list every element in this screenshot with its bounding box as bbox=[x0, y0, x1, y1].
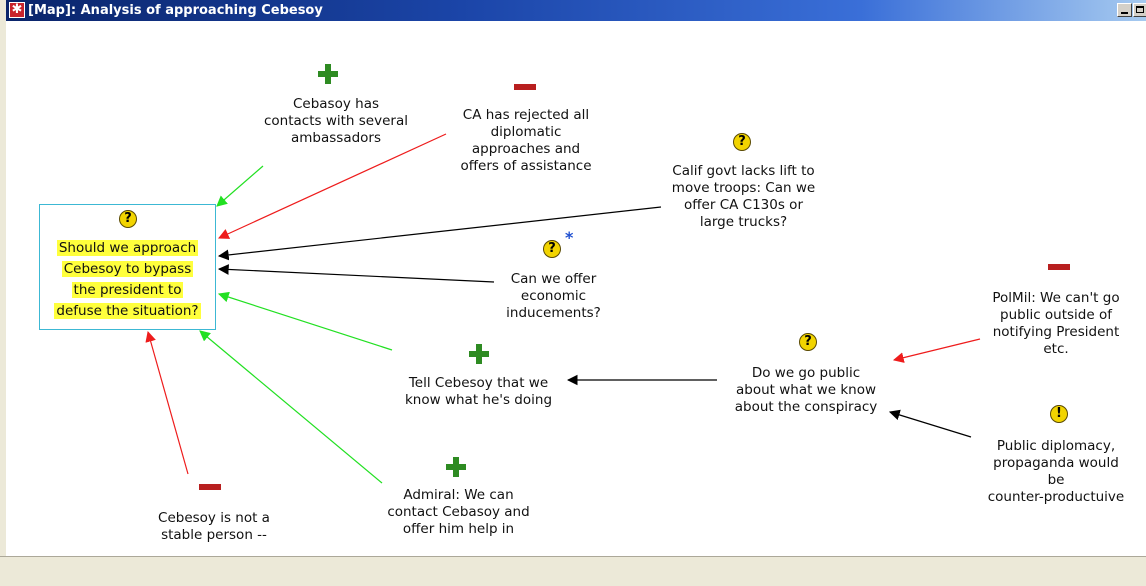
node-not-stable[interactable]: Cebesoy is not a stable person -- bbox=[158, 510, 270, 543]
central-node[interactable] bbox=[39, 204, 216, 330]
node-ca-rejected[interactable]: CA has rejected all diplomatic approache… bbox=[460, 107, 592, 174]
status-bar bbox=[0, 556, 1146, 586]
question-icon: ? bbox=[799, 333, 817, 351]
link-not-stable-to-central[interactable] bbox=[145, 330, 189, 475]
plus-icon bbox=[469, 344, 489, 364]
central-line-2: Cebesoy to bypass bbox=[61, 261, 194, 277]
node-public-diplomacy[interactable]: Public diplomacy, propaganda would be co… bbox=[987, 438, 1125, 505]
central-line-3: the president to bbox=[71, 282, 184, 298]
node-go-public[interactable]: Do we go public about what we know about… bbox=[734, 365, 878, 415]
link-tell-cebesoy-to-central[interactable] bbox=[217, 291, 393, 351]
minus-icon bbox=[1048, 263, 1070, 271]
link-polmil-to-go-public[interactable] bbox=[892, 338, 981, 363]
title-bar[interactable]: ✱ [Map]: Analysis of approaching Cebesoy bbox=[6, 0, 1146, 21]
node-admiral[interactable]: Admiral: We can contact Cebasoy and offe… bbox=[387, 487, 530, 537]
link-admiral-to-central[interactable] bbox=[199, 330, 383, 484]
minus-icon bbox=[514, 83, 536, 91]
link-calif-lift-to-central[interactable] bbox=[217, 206, 662, 261]
link-ambassadors-to-central[interactable] bbox=[216, 165, 264, 207]
link-public-diplomacy-to-go-public[interactable] bbox=[888, 409, 972, 438]
plus-icon bbox=[318, 64, 338, 84]
maximize-button[interactable] bbox=[1133, 3, 1146, 17]
central-node-text: Should we approach Cebesoy to bypass the… bbox=[40, 238, 215, 322]
question-icon: ? bbox=[733, 133, 751, 151]
link-canvas bbox=[145, 133, 981, 484]
plus-icon bbox=[446, 457, 466, 477]
app-icon[interactable]: ✱ bbox=[9, 2, 25, 18]
question-icon: ? bbox=[543, 240, 561, 258]
node-ambassadors[interactable]: Cebasoy has contacts with several ambass… bbox=[264, 96, 408, 146]
node-economic[interactable]: Can we offer economic inducements? bbox=[506, 271, 601, 321]
central-line-1: Should we approach bbox=[56, 240, 199, 256]
map-window: ✱ [Map]: Analysis of approaching Cebesoy bbox=[6, 0, 1146, 556]
minus-icon bbox=[199, 483, 221, 491]
window-title: [Map]: Analysis of approaching Cebesoy bbox=[28, 3, 323, 18]
star-marker: * bbox=[565, 228, 574, 247]
exclamation-icon: ! bbox=[1050, 405, 1068, 423]
node-calif-lift[interactable]: Calif govt lacks lift to move troops: Ca… bbox=[671, 163, 816, 230]
central-line-4: defuse the situation? bbox=[54, 303, 201, 319]
node-tell-cebesoy[interactable]: Tell Cebesoy that we know what he's doin… bbox=[404, 375, 553, 408]
node-polmil[interactable]: PolMil: We can't go public outside of no… bbox=[992, 290, 1120, 357]
link-economic-to-central[interactable] bbox=[217, 264, 495, 283]
link-ca-rejected-to-central[interactable] bbox=[218, 133, 447, 239]
minimize-button[interactable] bbox=[1117, 3, 1132, 17]
question-icon: ? bbox=[119, 210, 137, 228]
